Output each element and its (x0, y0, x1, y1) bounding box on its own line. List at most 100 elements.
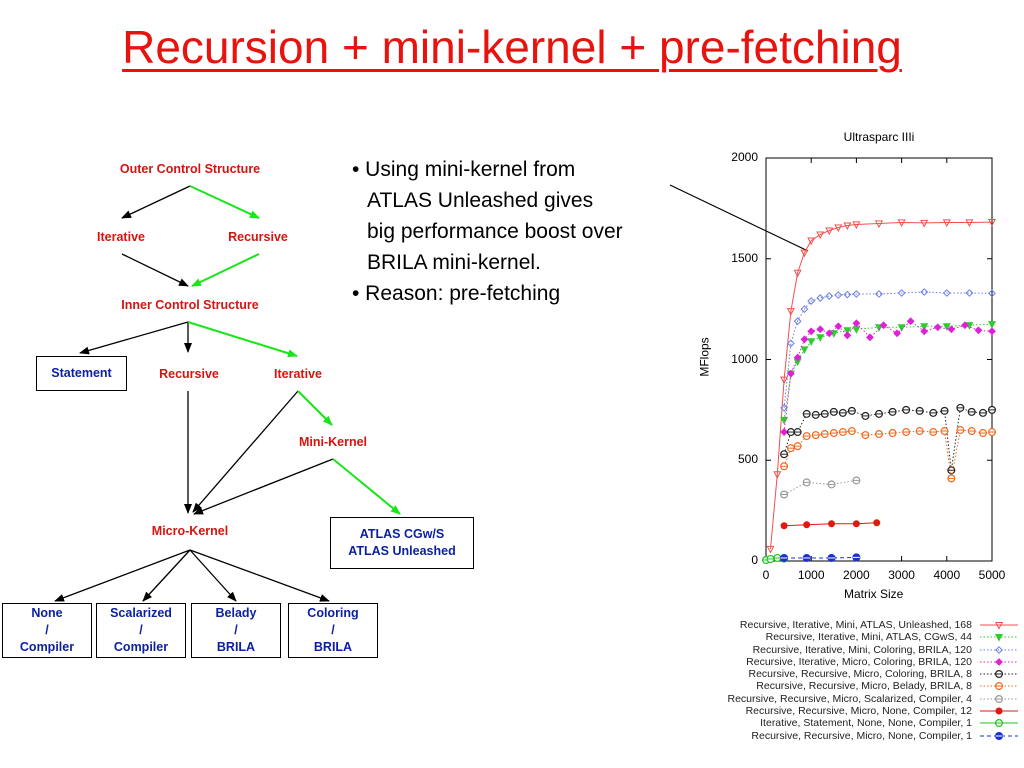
legend-swatch (980, 707, 1018, 715)
x-tick-label: 2000 (843, 568, 870, 582)
data-point (773, 553, 782, 562)
legend-label: Recursive, Iterative, Micro, Coloring, B… (746, 655, 972, 668)
data-point (893, 329, 901, 338)
data-point (847, 427, 856, 436)
data-point (987, 321, 997, 329)
node-mini-kernel: Mini-Kernel (298, 435, 368, 449)
data-point (802, 432, 811, 441)
data-point (800, 346, 809, 355)
data-point (888, 429, 897, 438)
data-point (902, 428, 911, 437)
bullet-1-line-3: big performance boost over (367, 220, 623, 243)
legend-entry: Recursive, Iterative, Micro, Coloring, B… (640, 656, 1020, 668)
data-point (879, 321, 888, 330)
data-point (942, 219, 951, 228)
node-atlas: ATLAS CGw/S ATLAS Unleashed (330, 517, 474, 569)
data-point (803, 521, 811, 529)
data-point (780, 462, 789, 471)
leaf-line-3: BRILA (313, 640, 353, 654)
series-line (783, 320, 993, 433)
data-point (852, 520, 860, 528)
legend-entry: Recursive, Recursive, Micro, None, Compi… (640, 730, 1020, 742)
data-point (843, 222, 852, 231)
data-point (793, 269, 802, 278)
legend-entry: Recursive, Recursive, Micro, Belady, BRI… (640, 680, 1020, 692)
data-point (897, 289, 906, 297)
legend-swatch (980, 694, 1018, 703)
data-point (780, 403, 788, 412)
plot-frame (765, 157, 993, 562)
x-axis-label: Matrix Size (844, 587, 904, 601)
y-tick-label: 1500 (731, 250, 758, 265)
legend-label: Recursive, Iterative, Mini, Coloring, BR… (752, 643, 972, 656)
chart-legend: Recursive, Iterative, Mini, ATLAS, Unlea… (640, 619, 1020, 742)
data-point (995, 707, 1003, 715)
data-point (994, 634, 1004, 642)
diagram-arrows (54, 185, 401, 602)
legend-entry: Recursive, Recursive, Micro, None, Compi… (640, 705, 1020, 717)
data-point (802, 478, 811, 487)
node-iterative-1: Iterative (97, 230, 145, 244)
data-point (811, 410, 820, 419)
data-point (915, 427, 924, 436)
data-point (988, 289, 996, 298)
series-10 (780, 553, 861, 562)
data-point (834, 322, 843, 331)
legend-label: Iterative, Statement, None, None, Compil… (760, 717, 972, 730)
data-point (940, 427, 949, 436)
data-point (995, 645, 1003, 654)
y-tick-label: 2000 (731, 150, 758, 164)
legend-swatch (980, 645, 1018, 654)
data-point (829, 407, 838, 416)
data-point (942, 289, 951, 297)
legend-swatch (980, 657, 1018, 666)
legend-entry: Recursive, Recursive, Micro, Scalarized,… (640, 693, 1020, 705)
leaf-scalarized-compiler: Scalarized / Compiler (96, 603, 186, 658)
x-tick-label: 3000 (888, 568, 915, 582)
data-point (920, 288, 929, 296)
atlas-line-2: ATLAS Unleashed (348, 544, 456, 558)
data-point (974, 326, 983, 335)
data-point (786, 444, 795, 453)
data-point (897, 324, 906, 332)
legend-swatch (980, 719, 1018, 728)
data-point (820, 430, 829, 439)
legend-label: Recursive, Recursive, Micro, None, Compi… (751, 729, 972, 742)
leaf-line-2: / (234, 623, 238, 637)
data-point (978, 408, 987, 417)
data-point (965, 219, 974, 228)
legend-swatch (980, 670, 1018, 679)
data-point (843, 290, 852, 299)
data-point (816, 294, 825, 302)
data-point (816, 325, 825, 334)
data-point (800, 249, 809, 258)
data-point (874, 409, 883, 418)
data-point (965, 322, 974, 330)
data-point (820, 409, 829, 418)
data-point (838, 408, 847, 417)
data-point (816, 334, 825, 342)
bullet-list: • Using mini-kernel from ATLAS Unleashed… (352, 154, 623, 309)
data-point (800, 335, 809, 344)
black-arrows (54, 185, 334, 602)
bullet-1-line-1: • Using mini-kernel from (352, 158, 576, 181)
data-point (956, 403, 965, 412)
legend-label: Recursive, Recursive, Micro, None, Compi… (745, 705, 972, 718)
data-point (786, 339, 795, 348)
series-line (765, 557, 785, 561)
series-1 (766, 219, 997, 554)
y-tick-label: 1000 (731, 351, 758, 366)
data-point (766, 554, 775, 563)
data-point (829, 330, 838, 338)
leaf-line-1: Belady (215, 606, 257, 620)
data-point (874, 324, 884, 332)
data-point (807, 297, 816, 305)
data-point (786, 370, 795, 379)
data-point (852, 326, 861, 334)
data-point (807, 327, 816, 336)
data-point (761, 555, 770, 564)
leaf-line-1: Coloring (307, 606, 359, 620)
node-outer-control: Outer Control Structure (119, 162, 261, 176)
data-point (766, 545, 775, 554)
data-point (786, 308, 795, 316)
